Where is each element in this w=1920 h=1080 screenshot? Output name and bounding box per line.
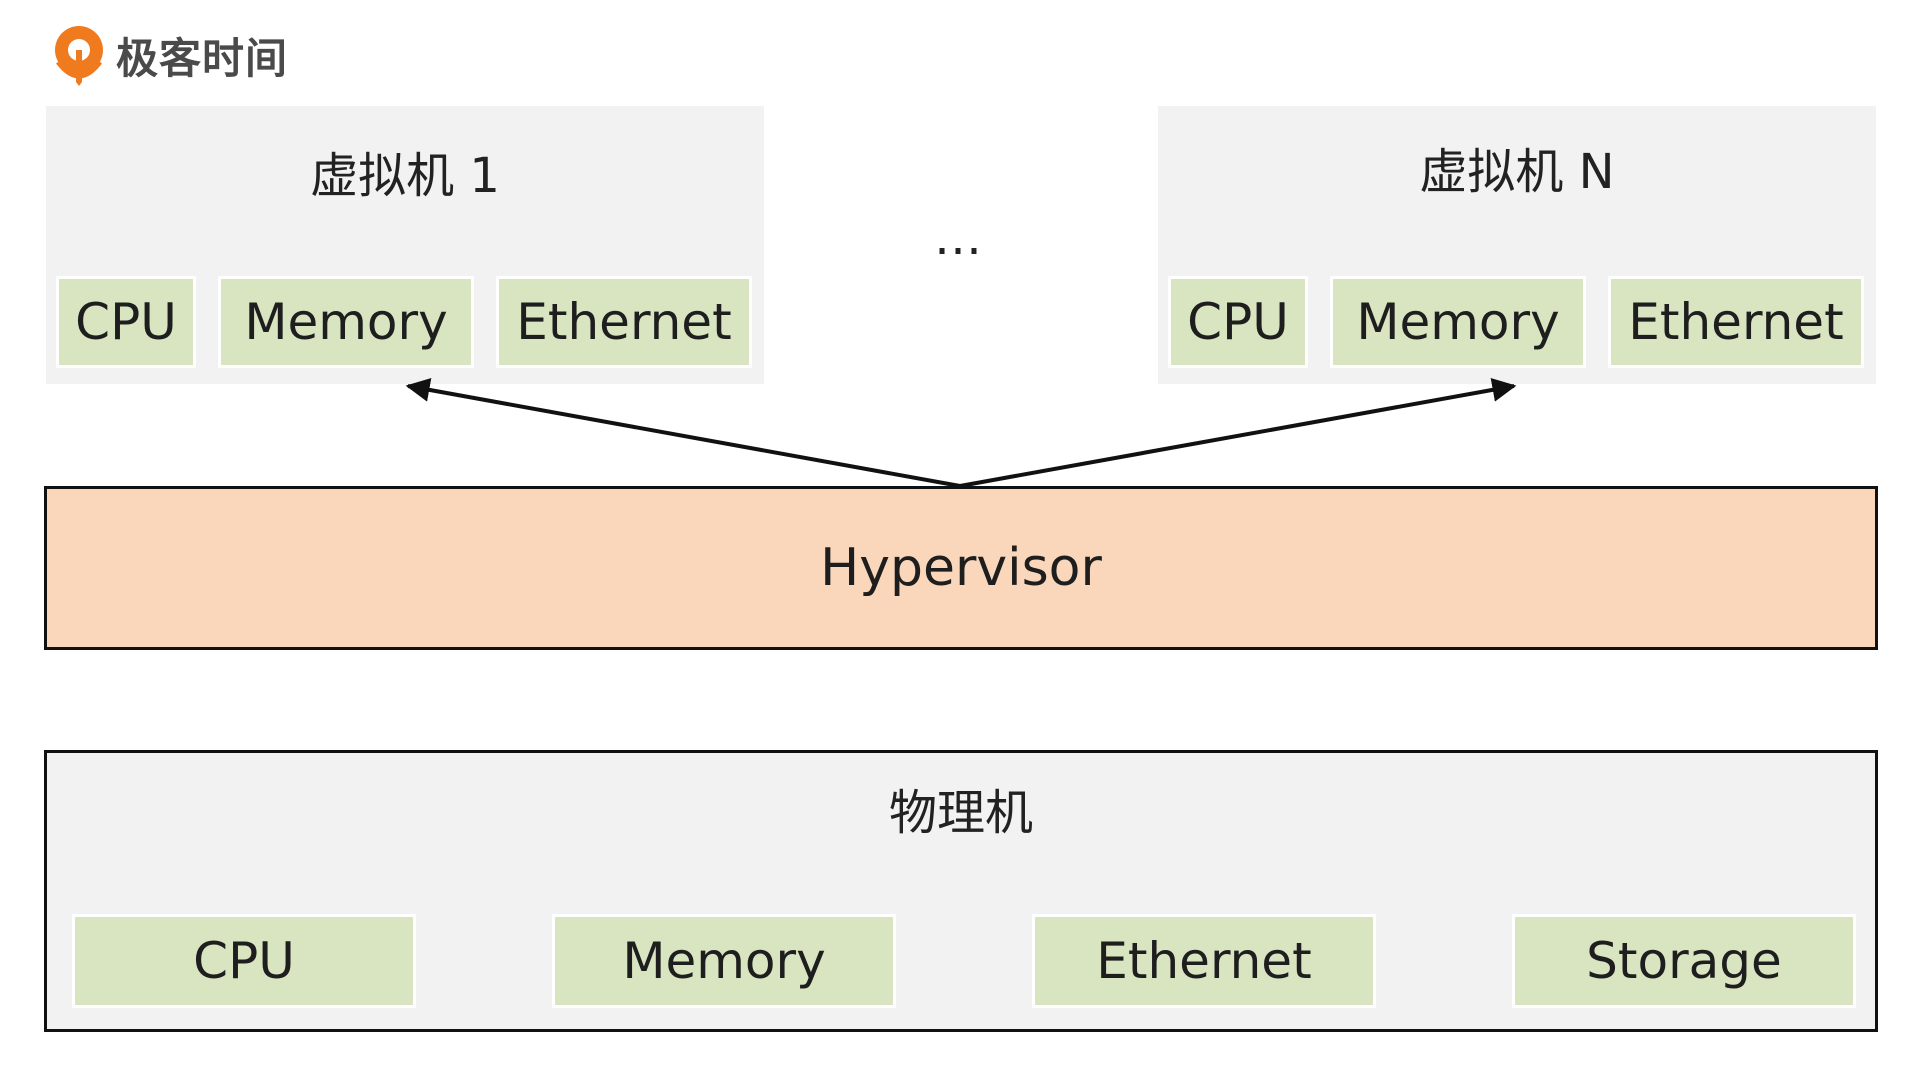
vm-1-memory: Memory xyxy=(218,276,474,368)
physical-cpu: CPU xyxy=(72,914,416,1008)
vm-1-cpu: CPU xyxy=(56,276,196,368)
ellipsis: … xyxy=(934,210,986,266)
vm-1-title: 虚拟机 1 xyxy=(310,148,500,204)
vm-n-box: 虚拟机 N CPU Memory Ethernet xyxy=(1158,106,1876,384)
geektime-logo-icon xyxy=(55,26,103,86)
physical-machine-box: 物理机 CPU Memory Ethernet Storage xyxy=(44,750,1878,1032)
hypervisor-box: Hypervisor xyxy=(44,486,1878,650)
physical-storage: Storage xyxy=(1512,914,1856,1008)
physical-machine-title: 物理机 xyxy=(888,785,1033,841)
vm-1-box: 虚拟机 1 CPU Memory Ethernet xyxy=(46,106,764,384)
brand-name: 极客时间 xyxy=(116,33,289,83)
arrow-to-vm-1 xyxy=(405,378,961,488)
vm-n-ethernet: Ethernet xyxy=(1608,276,1864,368)
physical-ethernet: Ethernet xyxy=(1032,914,1376,1008)
arrow-to-vm-n xyxy=(959,378,1517,488)
brand-logo-group: 极客时间 xyxy=(52,20,288,90)
physical-memory: Memory xyxy=(552,914,896,1008)
vm-n-memory: Memory xyxy=(1330,276,1586,368)
hypervisor-label: Hypervisor xyxy=(820,538,1102,598)
vm-n-title: 虚拟机 N xyxy=(1419,144,1615,200)
vm-n-cpu: CPU xyxy=(1168,276,1308,368)
vm-1-ethernet: Ethernet xyxy=(496,276,752,368)
